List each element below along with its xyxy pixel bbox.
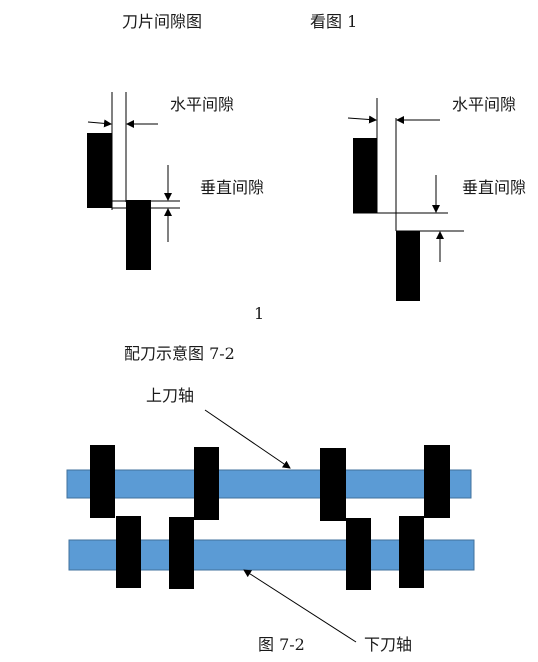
- upper-blade: [320, 448, 346, 521]
- upper-blade: [424, 445, 450, 518]
- upper-blade: [353, 138, 377, 213]
- lower-blade: [399, 516, 424, 588]
- lower-blade: [126, 200, 151, 270]
- figure1-caption: 1: [254, 304, 265, 323]
- figure2-title: 配刀示意图 7-2: [124, 344, 235, 363]
- lower-blade: [116, 516, 141, 588]
- lower-blade: [346, 518, 371, 590]
- left-vertical-gap-label: 垂直间隙: [200, 178, 265, 197]
- figure-reference: 看图 1: [310, 12, 358, 31]
- figure2-arrangement: [66, 409, 475, 643]
- upper-blade: [194, 447, 219, 520]
- lower-blade: [396, 231, 420, 301]
- right-horizontal-gap-label: 水平间隙: [452, 95, 517, 114]
- left-horizontal-gap-label: 水平间隙: [170, 95, 235, 114]
- title: 刀片间隙图: [122, 12, 203, 31]
- upper-shaft-leader: [204, 409, 291, 469]
- lower-blade: [169, 517, 194, 589]
- horizontal-gap-arrow-left: [87, 119, 112, 128]
- right-vertical-gap-label: 垂直间隙: [462, 178, 527, 197]
- figure1-left: [87, 92, 180, 270]
- upper-shaft-label: 上刀轴: [146, 386, 195, 405]
- upper-shaft: [66, 469, 472, 499]
- upper-blade: [90, 445, 115, 518]
- lower-shaft-label: 下刀轴: [364, 635, 413, 654]
- figure2-caption: 图 7-2: [258, 635, 305, 654]
- horizontal-gap-arrow-left: [347, 115, 377, 124]
- figure1-right: [347, 98, 464, 301]
- upper-blade: [87, 133, 112, 208]
- lower-shaft-leader: [243, 569, 357, 643]
